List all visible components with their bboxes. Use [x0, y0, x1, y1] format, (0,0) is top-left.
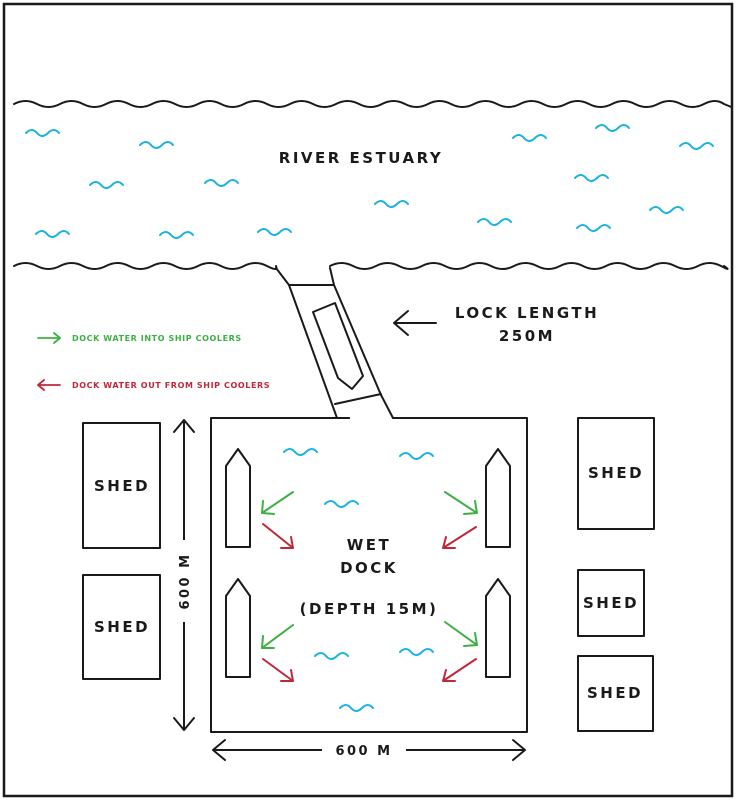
wet-dock-outline	[210, 417, 528, 733]
water-wave	[649, 206, 684, 214]
legend-outflow-arrow	[37, 379, 61, 391]
water-wave	[399, 648, 434, 656]
water-wave	[512, 134, 547, 142]
water-wave	[595, 124, 630, 132]
river-bank-top	[13, 100, 733, 108]
water-wave	[324, 500, 359, 508]
dimensions: 600 M 600 M	[173, 419, 526, 761]
legend-inflow-text: DOCK WATER INTO SHIP COOLERS	[72, 334, 242, 343]
sheds: SHED SHED SHED SHED SHED	[82, 417, 655, 732]
water-wave	[314, 652, 349, 660]
inflow-arrow	[444, 491, 478, 515]
legend-inflow-arrow	[37, 332, 61, 344]
water-wave	[35, 230, 70, 238]
water-wave	[283, 448, 318, 456]
shed: SHED	[577, 569, 645, 637]
shed-label: SHED	[587, 684, 643, 702]
river-label: RIVER ESTUARY	[279, 149, 443, 167]
outflow-arrow	[262, 658, 294, 682]
outflow-arrow	[442, 658, 477, 682]
dimension-vertical-label: 600 M	[178, 552, 193, 609]
lock-channel-right-wall	[329, 267, 394, 419]
outflow-arrow	[262, 523, 294, 549]
water-wave	[477, 218, 512, 226]
cooling-flow-arrows	[261, 491, 478, 682]
shed-label: SHED	[583, 594, 639, 612]
inflow-arrow	[444, 621, 478, 647]
lock-ship	[312, 302, 364, 390]
ship	[485, 578, 511, 678]
water-wave	[204, 179, 239, 187]
dimension-horizontal-label: 600 M	[335, 744, 392, 759]
ship	[485, 448, 511, 548]
shed-label: SHED	[94, 477, 150, 495]
wet-dock-label-line1: WET	[347, 536, 392, 554]
water-wave	[339, 704, 374, 712]
ship	[225, 578, 251, 678]
river-water-waves	[25, 124, 714, 239]
lock	[275, 267, 394, 419]
ships	[225, 448, 511, 678]
inflow-arrow	[261, 624, 294, 649]
inflow-arrow	[261, 491, 294, 515]
water-wave	[574, 174, 609, 182]
shed-label: SHED	[588, 464, 644, 482]
lock-length-annotation: LOCK LENGTH 250M	[393, 304, 599, 345]
river-bank-bottom	[13, 262, 729, 270]
shed: SHED	[577, 655, 654, 732]
outflow-arrow	[442, 526, 477, 549]
legend: DOCK WATER INTO SHIP COOLERS DOCK WATER …	[37, 332, 270, 391]
river-estuary: RIVER ESTUARY	[13, 100, 733, 270]
wet-dock-label-line2: DOCK	[340, 559, 398, 577]
water-wave	[576, 224, 611, 232]
shed-label: SHED	[94, 618, 150, 636]
water-wave	[25, 129, 60, 137]
water-wave	[679, 142, 714, 150]
wet-dock: WET DOCK (DEPTH 15M)	[210, 417, 528, 733]
shed: SHED	[82, 574, 161, 680]
water-wave	[89, 181, 124, 189]
legend-outflow-text: DOCK WATER OUT FROM SHIP COOLERS	[72, 381, 270, 390]
ship	[225, 448, 251, 548]
lock-gate-bottom	[334, 393, 382, 405]
legend-item-outflow: DOCK WATER OUT FROM SHIP COOLERS	[37, 379, 270, 391]
lock-channel-left-wall	[275, 267, 350, 419]
dock-water-waves	[283, 448, 434, 712]
lock-length-arrow	[393, 310, 437, 336]
lock-length-label-line2: 250M	[499, 327, 555, 345]
water-wave	[399, 452, 434, 460]
legend-item-inflow: DOCK WATER INTO SHIP COOLERS	[37, 332, 242, 344]
water-wave	[139, 141, 174, 149]
water-wave	[159, 231, 194, 239]
water-wave	[257, 228, 292, 236]
lock-length-label-line1: LOCK LENGTH	[455, 304, 599, 322]
water-wave	[374, 200, 409, 208]
wet-dock-label-line3: (DEPTH 15M)	[300, 600, 439, 618]
shed: SHED	[577, 417, 655, 530]
shed: SHED	[82, 422, 161, 549]
